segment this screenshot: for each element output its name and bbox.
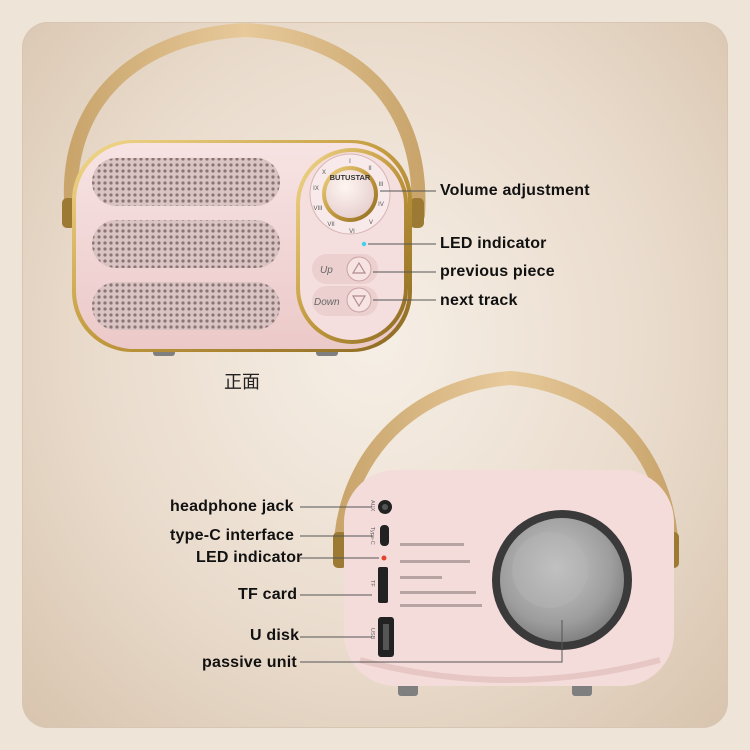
label-passive-unit: passive unit: [202, 654, 297, 671]
label-headphone-jack: headphone jack: [170, 498, 294, 515]
front-caption: 正面: [224, 372, 260, 393]
back-strap-clip-left: [333, 532, 347, 568]
dial-roman-4: IV: [378, 202, 384, 208]
up-button-text: Up: [320, 265, 333, 276]
dial-roman-6: VI: [349, 229, 355, 235]
front-grill-top: [92, 158, 280, 206]
usb-port-inner: [383, 624, 389, 650]
up-button: [346, 256, 372, 282]
port-mark-aux: AUX: [369, 500, 375, 512]
up-arrow-icon: [351, 261, 367, 274]
label-led-indicator-back: LED indicator: [196, 549, 303, 566]
front-led-dot: [361, 241, 367, 247]
dial-roman-7: VII: [327, 222, 335, 228]
down-arrow-icon: [351, 295, 367, 308]
label-next-track: next track: [440, 292, 518, 309]
spec-line-1: [400, 543, 464, 546]
front-strap: [63, 22, 426, 222]
typec-port: [380, 525, 389, 546]
dial-roman-8: VIII: [313, 206, 322, 212]
front-grill-middle: [92, 220, 280, 268]
spec-line-2: [400, 560, 470, 563]
dial-roman-1: I: [349, 159, 351, 165]
down-button: [346, 287, 372, 313]
label-led-indicator-front: LED indicator: [440, 235, 547, 252]
dial-roman-3: III: [378, 182, 383, 188]
headphone-jack-inner: [382, 504, 388, 510]
label-typec-interface: type-C interface: [170, 527, 295, 544]
dial-brand: BUTUSTAR: [330, 173, 371, 182]
label-previous-piece: previous piece: [440, 263, 555, 280]
passive-unit-highlight: [512, 532, 588, 608]
port-mark-tf: TF: [369, 580, 375, 587]
front-strap-clip-right: [410, 198, 424, 228]
back-strap: [333, 370, 679, 567]
passive-unit: [500, 518, 624, 642]
front-grill-bottom: [92, 282, 280, 330]
spec-line-5: [400, 604, 482, 607]
dial-roman-5: V: [369, 220, 373, 226]
leader-passive: [300, 620, 563, 663]
volume-dial-knob: [326, 170, 374, 218]
dial-roman-2: II: [368, 166, 372, 172]
back-led-dot: [381, 555, 387, 561]
spec-line-3: [400, 576, 442, 579]
dial-roman-10: X: [322, 170, 326, 176]
tf-slot: [378, 567, 388, 603]
label-volume-adjustment: Volume adjustment: [440, 182, 590, 199]
spec-line-4: [400, 591, 476, 594]
down-button-text: Down: [314, 297, 340, 308]
label-tf-card: TF card: [238, 586, 298, 603]
label-u-disk: U disk: [250, 627, 300, 644]
port-mark-usb: USB: [369, 628, 375, 640]
back-body-bottom-shadow: [359, 657, 661, 683]
dial-roman-9: IX: [313, 186, 319, 192]
